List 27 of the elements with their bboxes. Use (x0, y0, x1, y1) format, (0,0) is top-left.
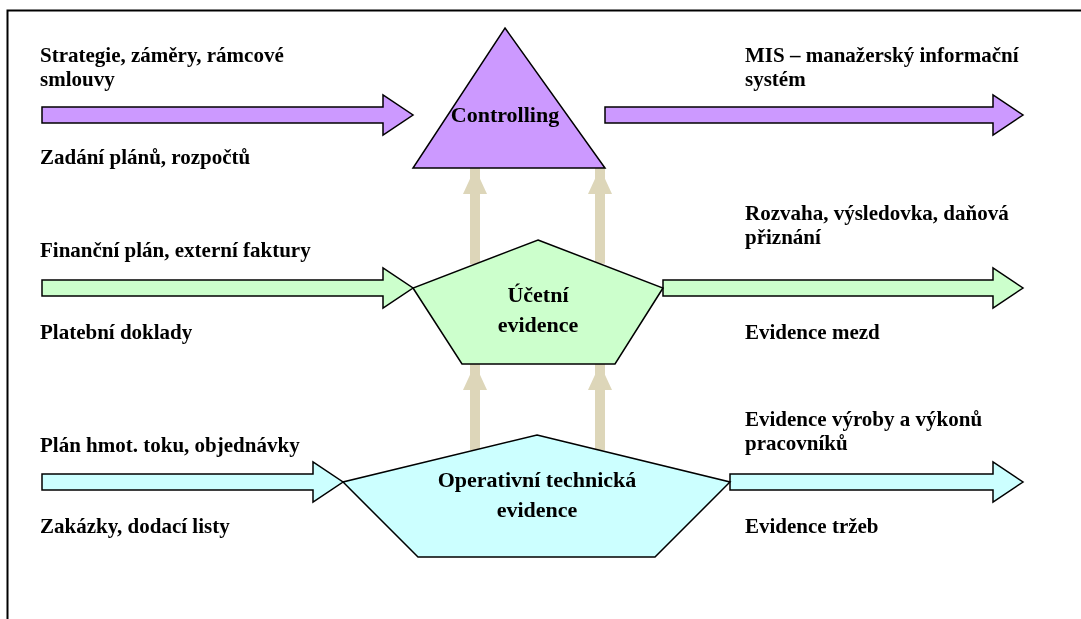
node-label: Controlling (449, 101, 561, 129)
block-arrow (729, 460, 1025, 504)
arrow-caption: Platební doklady (40, 320, 194, 344)
arrow-caption: Evidence tržeb (745, 514, 880, 538)
arrow-caption: MIS – manažerský informační systém (745, 43, 1020, 91)
arrow-caption: Zakázky, dodací listy (40, 514, 231, 538)
triangle-node (413, 28, 605, 168)
block-arrow (604, 93, 1025, 137)
block-arrow (41, 93, 415, 137)
pentagon-node (413, 240, 663, 364)
arrow (463, 364, 487, 450)
arrow-caption: Evidence výroby a výkonů pracovníků (745, 407, 984, 455)
pentagon-node (343, 435, 730, 557)
block-arrow (41, 266, 415, 310)
block-arrow (662, 266, 1025, 310)
arrow (588, 168, 612, 264)
arrow-caption: Rozvaha, výsledovka, daňová přiznání (745, 201, 1010, 249)
node-label: Účetní evidence (496, 281, 580, 339)
block-arrow (41, 460, 345, 504)
arrow-caption: Zadání plánů, rozpočtů (40, 145, 252, 169)
node-label: Operativní technická evidence (437, 466, 637, 524)
arrow (463, 168, 487, 265)
arrow-caption: Strategie, záměry, rámcové smlouvy (40, 43, 285, 91)
arrow-caption: Evidence mezd (745, 320, 881, 344)
arrow-caption: Finanční plán, externí faktury (40, 238, 312, 262)
arrow-caption: Plán hmot. toku, objednávky (40, 433, 301, 457)
arrow (588, 364, 612, 451)
